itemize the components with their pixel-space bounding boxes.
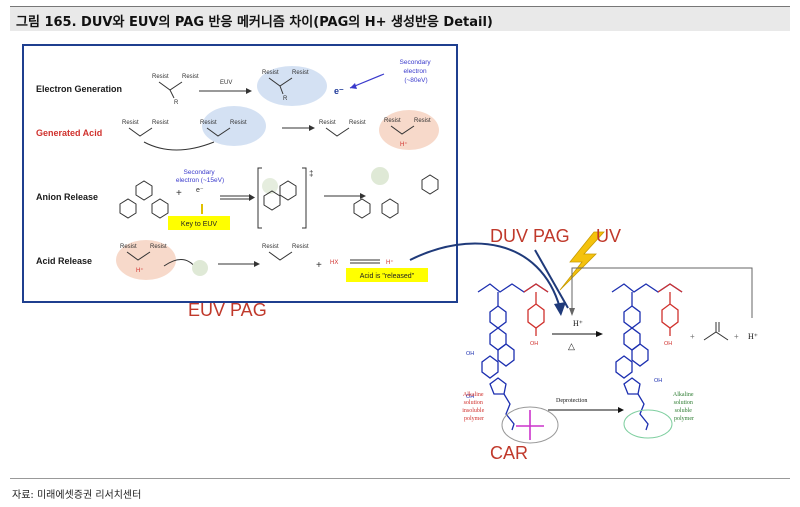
anion-release-arrowhead bbox=[249, 194, 255, 201]
h-plus-regenerated: H⁺ bbox=[748, 332, 758, 341]
svg-text:Resist: Resist bbox=[182, 74, 199, 80]
euv-to-car-arrowhead bbox=[554, 302, 566, 316]
phenol-oh-label-right: OH bbox=[664, 341, 672, 347]
svg-text:Resist: Resist bbox=[414, 118, 431, 124]
svg-text:Resist: Resist bbox=[349, 120, 366, 126]
svg-text:Resist: Resist bbox=[120, 244, 137, 250]
deprotection-arrowhead bbox=[596, 331, 603, 337]
anion-x-highlight bbox=[192, 260, 208, 276]
svg-text:Resist: Resist bbox=[262, 244, 279, 250]
h-plus-catalyst: H⁺ bbox=[573, 319, 583, 328]
transition-bracket-right bbox=[302, 167, 307, 229]
generated-acid-arrowhead bbox=[309, 125, 315, 131]
transition-state-dagger: ‡ bbox=[309, 169, 313, 178]
electron-transfer-curve bbox=[143, 141, 215, 151]
uv-label: UV bbox=[596, 226, 622, 246]
footer-divider bbox=[10, 478, 790, 479]
euv-arrow-label: EUV bbox=[220, 80, 232, 86]
svg-text:R: R bbox=[174, 100, 179, 106]
acid-release-reactant-highlight bbox=[116, 240, 176, 280]
svg-text:Resist: Resist bbox=[122, 120, 139, 126]
svg-text:Resist: Resist bbox=[262, 70, 279, 76]
svg-text:Resist: Resist bbox=[152, 74, 169, 80]
catalytic-cycle-arrowhead bbox=[569, 308, 575, 316]
soluble-polymer-structure bbox=[611, 283, 683, 431]
secondary-electron-pointer-head bbox=[350, 83, 357, 89]
steroid-oh-label-left-2: OH bbox=[466, 394, 474, 400]
triphenylsulfonium-pag bbox=[119, 180, 169, 219]
steroid-oh-label-right: OH bbox=[654, 378, 662, 384]
transition-bracket-left bbox=[257, 167, 262, 229]
carboxylic-acid-circle bbox=[623, 409, 673, 439]
electron-generation-product: Resist Resist R bbox=[262, 70, 309, 102]
figure-title: 그림 165. DUV와 EUV의 PAG 반응 메커니즘 차이(PAG의 H+… bbox=[16, 15, 493, 30]
acid-release-product: Resist Resist bbox=[262, 244, 309, 261]
euv-mechanism-diagram: Resist Resist R EUV Resist Resist R e⁻ S… bbox=[116, 59, 439, 282]
key-to-euv-text: Key to EUV bbox=[181, 221, 218, 228]
electron-symbol: e⁻ bbox=[334, 86, 344, 96]
acid-release-reactant: Resist Resist H⁺ bbox=[120, 244, 167, 274]
isobutylene-product bbox=[703, 322, 729, 341]
row-label-generated-acid: Generated Acid bbox=[36, 128, 103, 138]
svg-text:H⁺: H⁺ bbox=[136, 267, 144, 274]
generated-acid-reactant: Resist Resist Resist Resist bbox=[122, 120, 247, 137]
svg-text:Resist: Resist bbox=[152, 120, 169, 126]
heat-symbol: △ bbox=[568, 341, 575, 351]
radical-cation-highlight bbox=[257, 66, 327, 106]
row-label-electron-generation: Electron Generation bbox=[36, 84, 123, 94]
row-label-acid-release: Acid Release bbox=[36, 256, 93, 266]
row-label-anion-release: Anion Release bbox=[36, 192, 99, 202]
svg-text:Resist: Resist bbox=[150, 244, 167, 250]
svg-text:R: R bbox=[283, 96, 288, 102]
svg-text:Resist: Resist bbox=[292, 244, 309, 250]
soluble-polymer-label: Alkaline solution soluble polymer bbox=[673, 392, 695, 422]
euv-arrowhead bbox=[246, 88, 252, 94]
svg-text:Resist: Resist bbox=[200, 120, 217, 126]
acid-product-highlight bbox=[379, 110, 439, 150]
key-to-euv-note bbox=[168, 216, 230, 230]
anion-highlight bbox=[371, 167, 389, 185]
svg-text:Resist: Resist bbox=[319, 120, 336, 126]
generated-acid-product: Resist Resist bbox=[319, 120, 366, 137]
figure-title-bar: 그림 165. DUV와 EUV의 PAG 반응 메커니즘 차이(PAG의 H+… bbox=[10, 6, 790, 31]
source-note: 자료: 미래에셋증권 리서치센터 bbox=[12, 490, 142, 501]
acid-released-note bbox=[346, 268, 428, 282]
catalytic-cycle-line bbox=[571, 267, 753, 318]
insoluble-polymer-label: Alkaline solution insoluble polymer bbox=[462, 392, 486, 422]
plus-sign: + bbox=[176, 188, 182, 199]
svg-text:Resist: Resist bbox=[384, 118, 401, 124]
product-plus-1: + bbox=[690, 332, 695, 341]
car-label: CAR bbox=[490, 443, 529, 463]
hx-label: HX bbox=[330, 260, 338, 266]
protecting-group-circle bbox=[501, 406, 559, 444]
svg-text:H⁺: H⁺ bbox=[400, 141, 408, 148]
acid-product-structure: Resist Resist H⁺ bbox=[384, 118, 431, 148]
acid-release-arrowhead bbox=[254, 261, 260, 267]
diphenylsulfide-product bbox=[353, 198, 399, 219]
duv-pag-label: DUV PAG bbox=[490, 226, 570, 246]
transition-state-structure bbox=[262, 178, 297, 211]
electron-generation-reactant: Resist Resist R bbox=[152, 74, 199, 106]
deprotection-label: Deprotection bbox=[556, 398, 587, 404]
euv-mechanism-panel: Electron Generation Generated Acid Anion… bbox=[22, 44, 458, 303]
plus-sign-2: + bbox=[316, 260, 322, 271]
phenyl-radical-product bbox=[421, 174, 439, 195]
anion-release-product-arrowhead bbox=[360, 193, 366, 199]
h-plus-released: H⁺ bbox=[386, 259, 394, 266]
phenol-oh-label-left: OH bbox=[530, 341, 538, 347]
electron-symbol-small: e⁻ bbox=[196, 187, 204, 194]
acid-released-text: Acid is "released" bbox=[360, 273, 415, 280]
duv-pag-pointer bbox=[534, 249, 569, 309]
euv-pag-label: EUV PAG bbox=[188, 300, 267, 320]
deprotection-bottom-arrowhead bbox=[618, 407, 624, 413]
secondary-electron-80ev-label: Secondary electron (~80eV) bbox=[400, 59, 433, 84]
steroid-oh-label-left: OH bbox=[466, 351, 474, 357]
secondary-electron-15ev-label: Secondary electron (~15eV) bbox=[176, 169, 224, 184]
product-plus-2: + bbox=[734, 332, 739, 341]
insoluble-polymer-structure bbox=[477, 283, 549, 431]
generated-acid-highlight bbox=[202, 106, 266, 146]
svg-text:Resist: Resist bbox=[230, 120, 247, 126]
svg-text:Resist: Resist bbox=[292, 70, 309, 76]
